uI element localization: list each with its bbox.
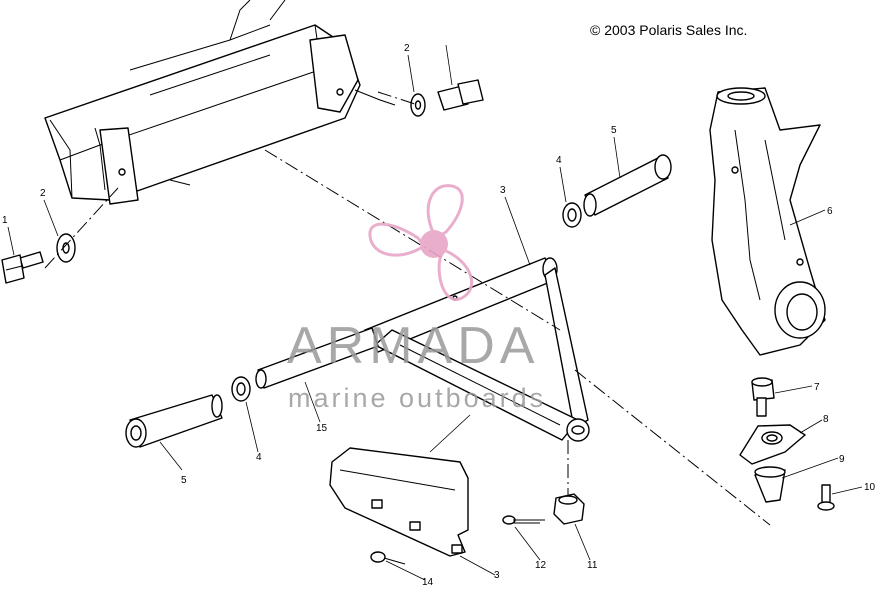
- a-arm-part-3: [364, 257, 590, 442]
- washer-part-2-top: [410, 93, 426, 117]
- pivot-tube-part-15: [255, 327, 379, 389]
- callout-2-top: 2: [404, 43, 410, 54]
- callout-5-lower: 5: [181, 475, 187, 486]
- callout-7: 7: [814, 382, 820, 393]
- bolt-part-1: [1, 251, 44, 284]
- callout-4-lower: 4: [256, 452, 262, 463]
- screw-part-10: [817, 484, 835, 511]
- watermark-title: ARMADA: [287, 317, 540, 375]
- plate-part-8: [739, 424, 806, 465]
- callout-9: 9: [839, 454, 845, 465]
- callout-4-top: 4: [556, 155, 562, 166]
- nut-part-11: [553, 493, 585, 525]
- callout-6: 6: [827, 206, 833, 217]
- callout-3-plate: 3: [494, 570, 500, 581]
- bushing-part-4-top: [562, 202, 582, 228]
- callout-2-left: 2: [40, 188, 46, 199]
- callout-8: 8: [823, 414, 829, 425]
- copyright-notice: © 2003 Polaris Sales Inc.: [590, 22, 748, 38]
- bolt-part-7: [751, 377, 775, 417]
- pivot-tube-part-5-lower: [125, 394, 223, 448]
- propeller-logo-icon: [368, 184, 474, 301]
- callout-10: 10: [864, 482, 876, 493]
- cone-part-9: [754, 466, 786, 503]
- spindle-part-6: [709, 87, 826, 356]
- callout-3-arm: 3: [500, 185, 506, 196]
- pivot-tube-part-5-top: [583, 154, 672, 217]
- callout-12: 12: [535, 560, 547, 571]
- callout-labels: 1 2 2 3 3 4 4 5 5 6 7 8 9 10 11 12 14 15: [2, 43, 876, 588]
- callout-14: 14: [422, 577, 434, 585]
- leader-lines: [7, 44, 863, 581]
- callout-11: 11: [587, 560, 598, 571]
- cotter-pin-part-12: [502, 515, 545, 525]
- callout-15: 15: [316, 423, 328, 434]
- frame-rail: [44, 0, 396, 205]
- skid-plate-part-13: [329, 447, 469, 557]
- alignment-lines: [44, 91, 771, 526]
- watermark-subtitle: marine outboards: [288, 383, 547, 413]
- bolt-part-1-top: [437, 79, 484, 111]
- callout-1: 1: [2, 215, 8, 226]
- bushing-part-4-lower: [231, 376, 251, 402]
- callout-5-top: 5: [611, 125, 617, 136]
- screw-part-14: [370, 551, 406, 565]
- washer-part-2-left: [56, 233, 76, 263]
